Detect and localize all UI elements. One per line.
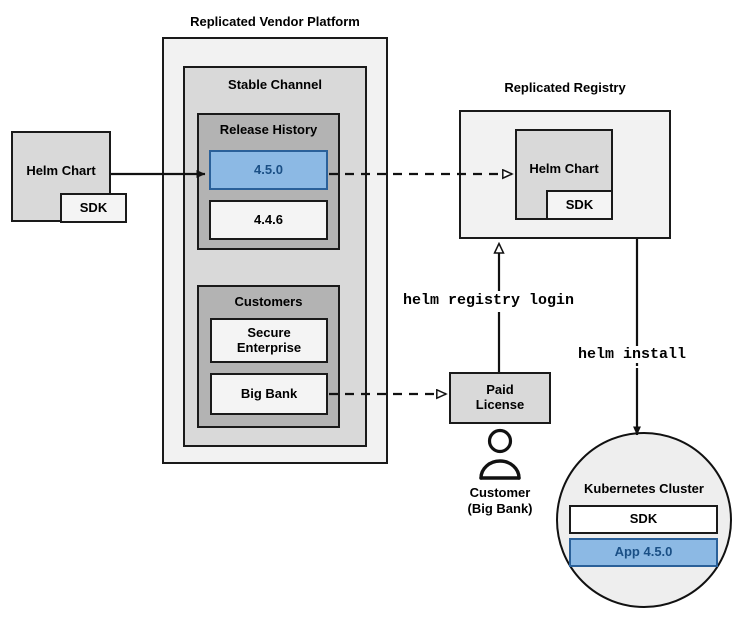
source-sdk-label: SDK — [79, 199, 108, 215]
command-helm-install: helm install — [574, 346, 691, 363]
source-sdk-box[interactable]: SDK — [60, 193, 127, 223]
cluster-component-label: App 4.5.0 — [614, 544, 673, 560]
cluster-component-sdk[interactable]: SDK — [569, 505, 718, 534]
cluster-component-app[interactable]: App 4.5.0 — [569, 538, 718, 567]
stable-channel-label: Stable Channel — [228, 77, 322, 92]
release-version-4-5-0[interactable]: 4.5.0 — [209, 150, 328, 190]
kubernetes-cluster-label: Kubernetes Cluster — [584, 481, 704, 496]
command-helm-registry-login: helm registry login — [399, 292, 579, 309]
cluster-component-label: SDK — [629, 511, 658, 527]
release-version-4-4-6[interactable]: 4.4.6 — [209, 200, 328, 240]
customer-actor-line2: (Big Bank) — [467, 501, 533, 516]
customer-secure-enterprise[interactable]: Secure Enterprise — [210, 318, 328, 363]
registry-title: Replicated Registry — [504, 80, 626, 95]
customer-big-bank[interactable]: Big Bank — [210, 373, 328, 415]
source-helm-chart-label: Helm Chart — [26, 163, 96, 178]
registry-sdk-label: SDK — [565, 196, 594, 212]
paid-license-box[interactable]: Paid License — [449, 372, 551, 424]
registry-helm-chart-label: Helm Chart — [529, 161, 599, 176]
person-icon — [479, 428, 521, 480]
release-version-label: 4.4.6 — [254, 211, 283, 227]
customer-actor-line1: Customer — [469, 485, 531, 500]
vendor-platform-title: Replicated Vendor Platform — [190, 14, 360, 29]
registry-sdk-box[interactable]: SDK — [546, 190, 613, 220]
release-version-label: 4.5.0 — [254, 161, 283, 177]
customer-name-label: Secure Enterprise — [236, 324, 302, 355]
customers-label: Customers — [234, 294, 303, 309]
customer-name-label: Big Bank — [240, 385, 298, 401]
release-history-label: Release History — [219, 122, 318, 137]
paid-license-label: Paid License — [475, 382, 525, 412]
